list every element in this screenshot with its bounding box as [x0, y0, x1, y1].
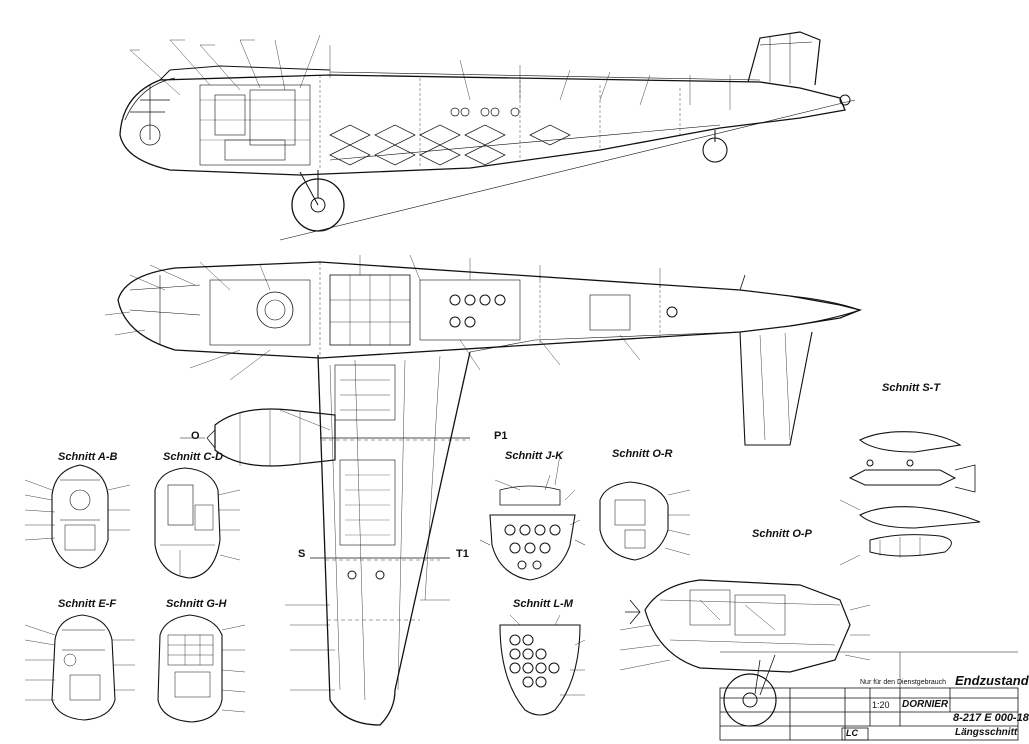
section-label-o-r: Schnitt O-R — [612, 448, 673, 460]
wing-plan — [180, 331, 741, 726]
section-o-p-drawing — [619, 579, 871, 727]
section-s-t-drawing — [839, 431, 981, 566]
section-label-e-f: Schnitt E-F — [58, 598, 117, 610]
cut-marker-s: S — [298, 548, 306, 560]
company-name: DORNIER — [902, 699, 949, 710]
section-o-r-drawing — [599, 481, 691, 561]
section-label-l-m: Schnitt L-M — [513, 598, 573, 610]
plan-view-fuselage — [104, 254, 863, 446]
section-label-c-d: Schnitt C-D — [163, 451, 223, 463]
cut-marker-t1: T1 — [456, 548, 469, 560]
drawing-number: 8-217 E 000-18 — [953, 712, 1029, 724]
section-label-g-h: Schnitt G-H — [166, 598, 227, 610]
usage-note: Nur für den Dienstgebrauch — [860, 679, 946, 686]
cut-marker-p1: P1 — [494, 430, 508, 442]
title-block-frame — [719, 651, 1019, 741]
status-label: Endzustand — [955, 673, 1029, 688]
drawing-code: LC — [846, 728, 858, 738]
cut-marker-o: O — [191, 430, 200, 442]
section-g-h-drawing — [157, 614, 246, 723]
section-e-f-drawing — [24, 614, 135, 721]
side-view-fuselage — [119, 31, 856, 241]
section-a-b-drawing — [24, 464, 131, 569]
drawing-name: Längsschnitt — [955, 727, 1018, 738]
section-label-o-p: Schnitt O-P — [752, 528, 812, 540]
scale-value: 1:20 — [872, 700, 890, 710]
section-label-a-b: Schnitt A-B — [58, 451, 118, 463]
section-j-k-drawing — [479, 454, 586, 581]
section-c-d-drawing — [154, 467, 241, 579]
section-label-s-t: Schnitt S-T — [882, 382, 941, 394]
section-label-j-k: Schnitt J-K — [505, 450, 564, 462]
section-l-m-drawing — [499, 614, 586, 716]
